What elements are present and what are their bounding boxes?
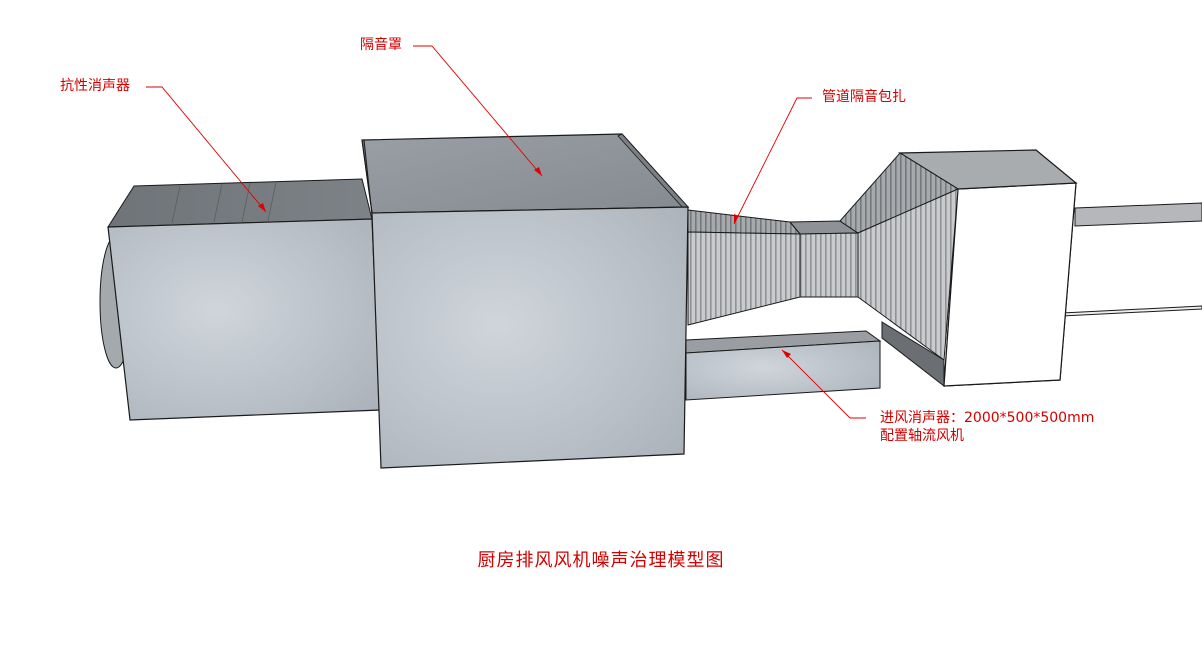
acoustic-enclosure <box>361 133 690 469</box>
label-intake-muffler-fan: 配置轴流风机 <box>880 428 964 444</box>
leader-line-reactive-muffler <box>146 86 267 213</box>
reactive-muffler <box>99 178 381 421</box>
label-duct-wrap: 管道隔音包扎 <box>822 89 906 105</box>
diagram-caption: 厨房排风风机噪声治理模型图 <box>477 550 725 571</box>
fan-housing-box <box>881 149 1078 388</box>
arrowhead-reactive-muffler <box>258 203 266 212</box>
leader-line-intake-muffler <box>781 349 866 419</box>
arrowhead-enclosure <box>534 167 542 176</box>
arrowhead-duct-wrap <box>734 214 739 224</box>
arrowhead-intake-muffler <box>782 350 791 358</box>
label-intake-muffler-spec: 进风消声器：2000*500*500mm <box>880 410 1095 426</box>
leader-lines <box>146 45 866 419</box>
duct-acoustic-wrap <box>687 152 960 361</box>
leader-line-enclosure <box>413 45 543 177</box>
outlet-pipe <box>1061 202 1202 317</box>
intake-muffler <box>685 330 882 401</box>
leader-line-duct-wrap <box>733 97 812 225</box>
label-acoustic-enclosure: 隔音罩 <box>360 37 402 53</box>
label-reactive-muffler: 抗性消声器 <box>60 78 130 94</box>
leader-arrowheads <box>258 167 791 358</box>
